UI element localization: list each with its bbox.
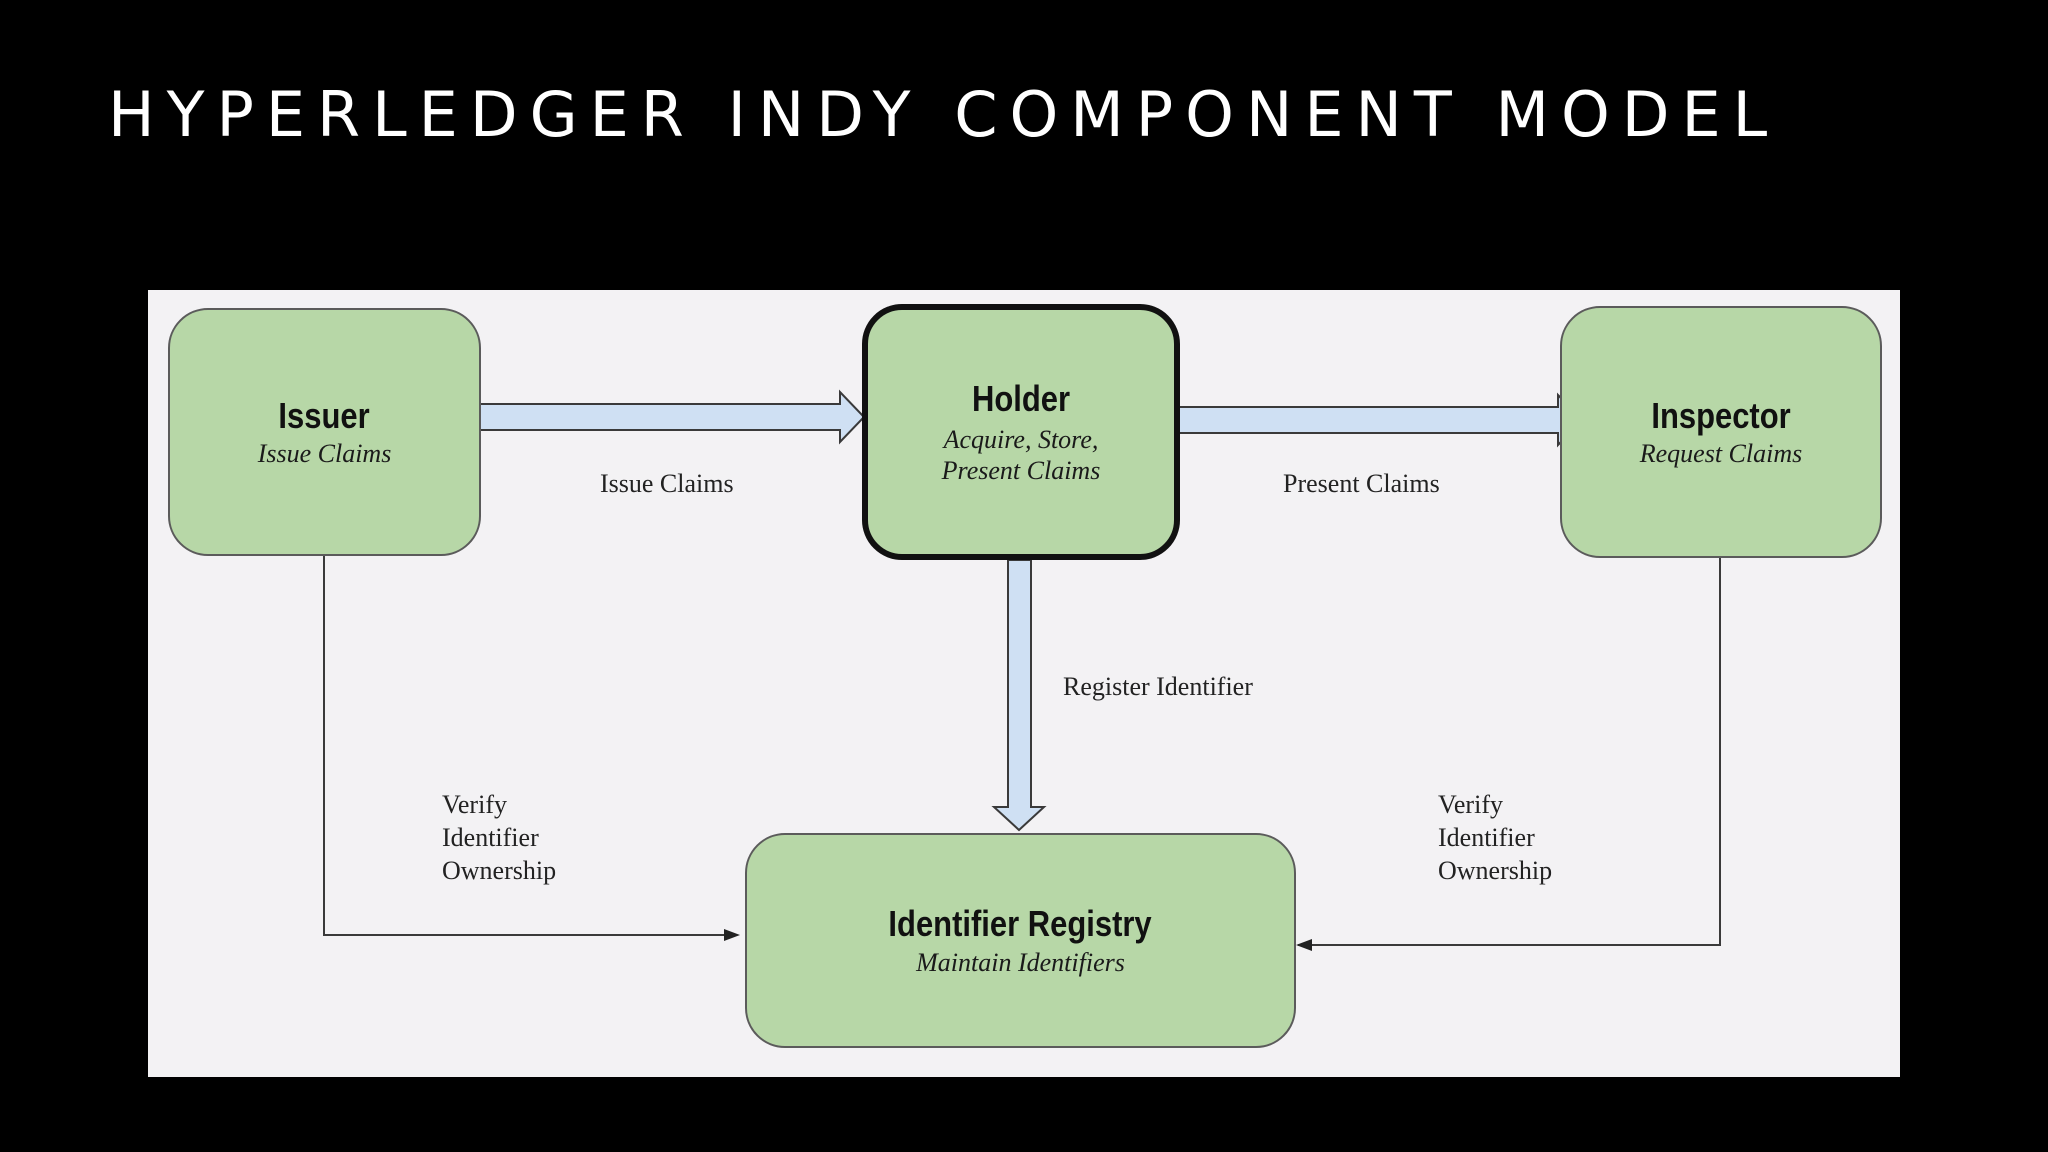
holder-node: Holder Acquire, Store, Present Claims (862, 304, 1180, 560)
inspector-title: Inspector (1651, 394, 1791, 436)
issuer-subtitle: Issue Claims (257, 439, 392, 469)
diagram-connectors (323, 389, 1721, 951)
arrow-present-claims (1177, 392, 1584, 448)
label-present-claims: Present Claims (1283, 469, 1440, 498)
registry-subtitle: Maintain Identifiers (916, 947, 1125, 977)
inspector-subtitle: Request Claims (1639, 439, 1803, 469)
arrowhead-verify-left (724, 929, 740, 941)
inspector-node: Inspector Request Claims (1560, 306, 1882, 558)
arrow-issue-claims (479, 389, 866, 445)
holder-title: Holder (971, 378, 1071, 420)
diagram-panel: Issuer Issue Claims Holder Acquire, Stor… (148, 290, 1900, 1077)
line-verify-left (323, 555, 728, 936)
label-issue-claims: Issue Claims (600, 469, 734, 498)
identifier-registry-node: Identifier Registry Maintain Identifiers (745, 833, 1296, 1048)
label-verify-right: Verify Identifier Ownership (1438, 790, 1553, 885)
label-register-identifier: Register Identifier (1063, 672, 1253, 701)
registry-title: Identifier Registry (888, 903, 1153, 945)
arrowhead-verify-right (1296, 939, 1312, 951)
issuer-title: Issuer (278, 394, 371, 436)
label-verify-left: Verify Identifier Ownership (442, 790, 557, 885)
line-verify-right (1298, 558, 1721, 946)
arrow-register-identifier (991, 559, 1047, 832)
issuer-node: Issuer Issue Claims (168, 308, 481, 556)
slide-title: HYPERLEDGER INDY COMPONENT MODEL (108, 78, 1780, 151)
holder-subtitle: Acquire, Store, Present Claims (941, 424, 1101, 485)
